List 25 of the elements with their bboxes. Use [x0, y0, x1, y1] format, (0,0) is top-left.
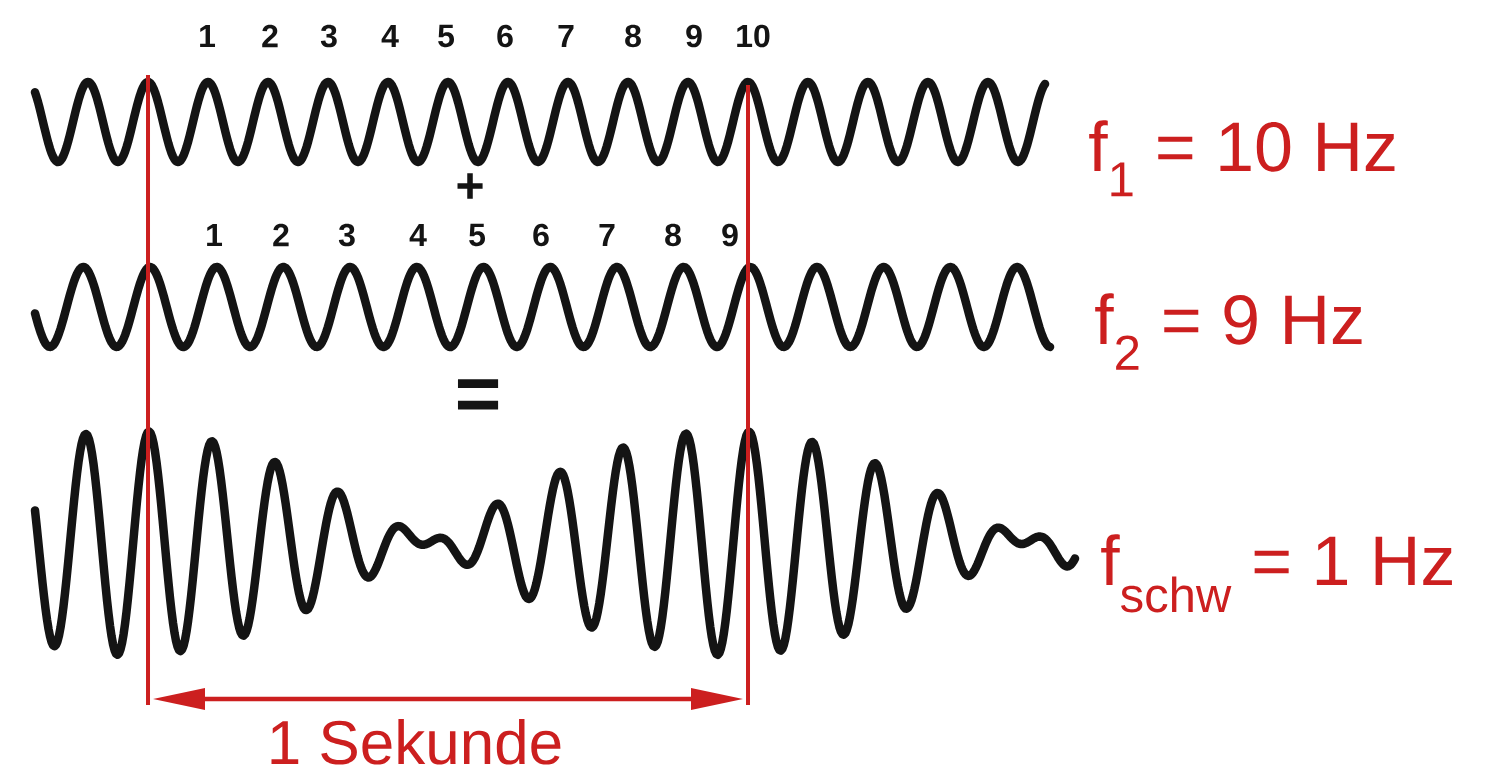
cycle-number: 7 [599, 224, 615, 246]
dimension-label: 1 Sekunde [271, 719, 561, 765]
cycle-number: 8 [665, 223, 681, 247]
plus-sign: + [457, 173, 483, 199]
cycle-number: 10 [737, 24, 770, 48]
cycle-number: 4 [381, 25, 399, 47]
cycle-number: 9 [686, 24, 702, 48]
cycle-number: 3 [338, 223, 355, 247]
equals-sign: = [457, 379, 499, 410]
cycle-number: 6 [533, 223, 549, 247]
cycle-number: 2 [273, 223, 289, 247]
cycle-number: 9 [722, 223, 738, 247]
cycle-number: 3 [320, 24, 337, 48]
cycle-number: 5 [469, 223, 485, 247]
frequency-label: f$_{schw}$ = 1 Hz [1101, 534, 1452, 613]
frequency-label: f$_{1}$ = 10 Hz [1089, 120, 1395, 197]
cycle-number: 8 [625, 24, 641, 48]
cycle-number: 2 [262, 24, 278, 48]
cycle-number: 1 [200, 25, 215, 47]
cycle-number: 4 [409, 224, 427, 246]
cycle-number: 1 [207, 224, 222, 246]
frequency-label: f$_{2}$ = 9 Hz [1095, 293, 1362, 370]
cycle-number: 5 [438, 24, 454, 48]
cycle-number: 7 [558, 25, 574, 47]
cycle-number: 6 [497, 24, 513, 48]
